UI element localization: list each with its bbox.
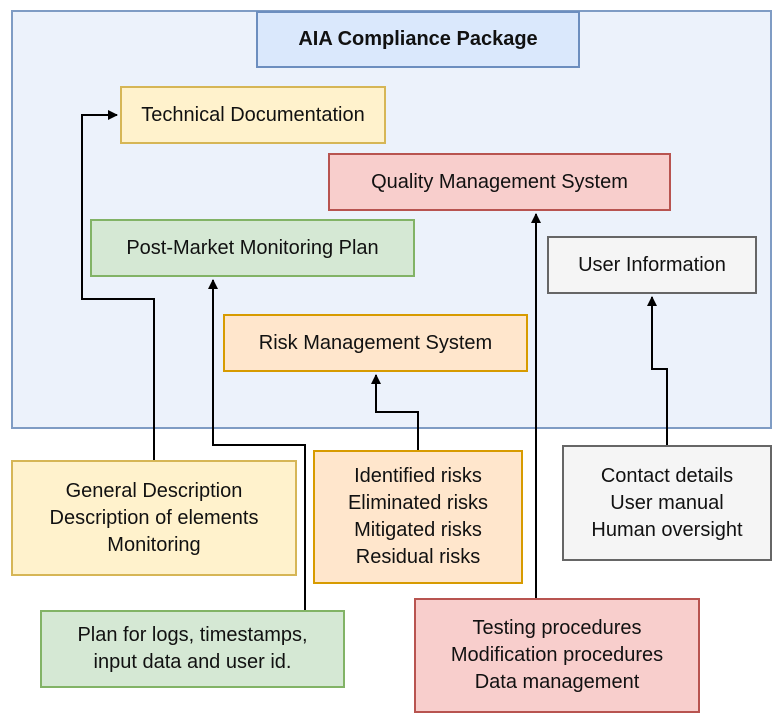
user-information-label: User Information (578, 253, 726, 276)
general-description-text: General Description Description of eleme… (49, 479, 259, 556)
procedures-box: Testing procedures Modification procedur… (414, 598, 700, 713)
post-market-monitoring-plan-box: Post-Market Monitoring Plan (90, 219, 415, 277)
edge-logging-plan-to-post-market-monitoring-plan (208, 279, 306, 610)
procedures-text: Testing procedures Modification procedur… (450, 617, 664, 693)
edge-general-description-to-technical-documentation (81, 110, 155, 460)
technical-documentation-label: Technical Documentation (141, 103, 365, 126)
logging-plan-text: Plan for logs, timestamps, input data an… (77, 624, 308, 673)
technical-documentation-box: Technical Documentation (120, 86, 386, 144)
risks-text: Identified risks Eliminated risks Mitiga… (347, 465, 489, 568)
user-information-box: User Information (547, 236, 757, 294)
logging-plan-box: Plan for logs, timestamps, input data an… (40, 610, 345, 688)
risks-box: Identified risks Eliminated risks Mitiga… (313, 450, 523, 584)
quality-management-system-label: Quality Management System (371, 170, 628, 193)
post-market-monitoring-plan-label: Post-Market Monitoring Plan (126, 236, 379, 259)
edge-contact-details-to-user-information (647, 296, 668, 445)
package-title: AIA Compliance Package (256, 11, 580, 68)
risk-management-system-label: Risk Management System (258, 331, 493, 354)
quality-management-system-box: Quality Management System (328, 153, 671, 211)
edge-risks-to-risk-management-system (371, 374, 419, 450)
general-description-box: General Description Description of eleme… (11, 460, 297, 576)
package-title-text: AIA Compliance Package (298, 28, 538, 50)
contact-details-text: Contact details User manual Human oversi… (591, 464, 743, 541)
risk-management-system-box: Risk Management System (223, 314, 528, 372)
contact-details-box: Contact details User manual Human oversi… (562, 445, 772, 561)
